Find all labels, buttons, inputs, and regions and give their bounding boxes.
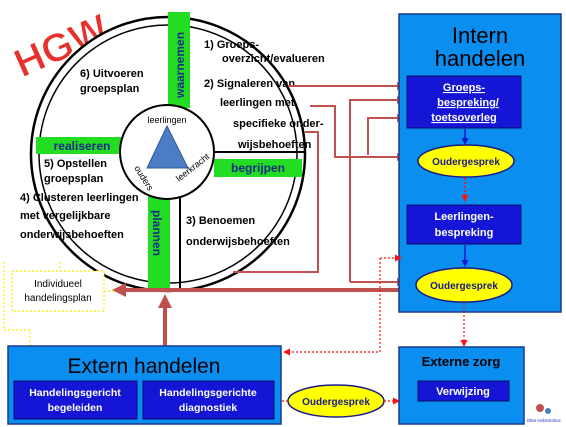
step-4-line-1: 4) Clusteren leerlingen	[20, 192, 139, 204]
step-6-line-2: groepsplan	[80, 83, 140, 95]
groepsbespreking-line-2: bespreking/	[437, 97, 499, 109]
step-1-line-2: overzicht/evalueren	[222, 53, 325, 65]
oudergesprek-2[interactable]: Oudergesprek	[415, 267, 513, 303]
step-5: 5) Opstellen groepsplan	[44, 158, 107, 185]
corner-logo-text: Elen Holzenshoc	[527, 418, 562, 423]
oudergesprek-2-label: Oudergesprek	[430, 281, 498, 292]
step-5-line-2: groepsplan	[44, 173, 104, 185]
individueel-line-1: Individueel	[34, 279, 82, 290]
step-3-line-2: onderwijsbehoeften	[186, 236, 290, 248]
center-triangle	[146, 124, 189, 169]
handelingsgericht-begeleiden-box[interactable]: Handelingsgericht begeleiden	[13, 380, 138, 420]
step-2-line-1: 2) Signaleren van	[204, 78, 295, 90]
step-5-line-1: 5) Opstellen	[44, 158, 107, 170]
step-2-line-3: specifieke onder-	[233, 118, 324, 130]
step-2-line-2: leerlingen met	[220, 97, 295, 109]
groepsbespreking-line-3: toetsoverleg	[431, 112, 496, 124]
verwijzing-box[interactable]: Verwijzing	[417, 380, 510, 402]
step-6: 6) Uitvoeren groepsplan	[80, 68, 144, 95]
center-label-leerlingen: leerlingen	[147, 115, 186, 125]
handelingsgerichte-diagnostiek-box[interactable]: Handelingsgerichte diagnostiek	[142, 380, 275, 420]
diagnostiek-line-1: Handelingsgerichte	[159, 387, 257, 399]
verwijzing-label: Verwijzing	[436, 386, 490, 398]
step-3: 3) Benoemen onderwijsbehoeften	[186, 215, 290, 248]
leerlingenbespreking-line-1: Leerlingen-	[434, 211, 494, 223]
groepsbespreking-box[interactable]: Groeps- bespreking/ toetsoverleg	[406, 75, 522, 129]
corner-logo: Elen Holzenshoc	[527, 404, 562, 423]
extern-title: Extern handelen	[68, 355, 221, 378]
groepsbespreking-line-1: Groeps-	[443, 82, 486, 94]
step-3-line-1: 3) Benoemen	[186, 215, 255, 227]
step-2-line-4: wijsbehoeften	[237, 139, 312, 151]
step-4-line-2: met vergelijkbare	[20, 210, 111, 222]
externe-zorg-title: Externe zorg	[422, 354, 501, 369]
bar-begrijpen-label: begrijpen	[231, 161, 285, 175]
externe-zorg-panel: Externe zorg Verwijzing	[398, 346, 525, 425]
individueel-line-2: handelingsplan	[24, 293, 91, 304]
step-4-line-3: onderwijsbehoeften	[20, 229, 124, 241]
oudergesprek-middle[interactable]: Oudergesprek	[287, 384, 385, 418]
leerlingenbespreking-box[interactable]: Leerlingen- bespreking	[406, 204, 522, 245]
intern-panel: Intern handelen Groeps- bespreking/ toet…	[398, 13, 562, 313]
oudergesprek-1-label: Oudergesprek	[432, 157, 500, 168]
bar-waarnemen: waarnemen	[168, 12, 190, 108]
yellow-dotted-connectors	[3, 262, 116, 346]
oudergesprek-1[interactable]: Oudergesprek	[417, 144, 515, 178]
diagnostiek-line-2: diagnostiek	[179, 402, 238, 414]
step-6-line-1: 6) Uitvoeren	[80, 68, 144, 80]
bar-waarnemen-label: waarnemen	[173, 32, 187, 99]
individueel-handelingsplan-box[interactable]: Individueel handelingsplan	[11, 270, 105, 312]
return-arrows	[112, 283, 403, 346]
begeleiden-line-1: Handelingsgericht	[29, 387, 121, 399]
bar-plannen: plannen	[148, 195, 170, 288]
intern-title-line-1: Intern	[452, 23, 508, 48]
begeleiden-line-2: begeleiden	[48, 402, 103, 414]
bar-plannen-label: plannen	[150, 210, 164, 256]
step-2: 2) Signaleren van leerlingen met specifi…	[204, 78, 324, 151]
extern-panel: Extern handelen Handelingsgericht begele…	[7, 345, 282, 425]
cycle-to-intern-connectors	[233, 82, 405, 286]
dotted-connectors	[283, 254, 468, 356]
leerlingenbespreking-line-2: bespreking	[435, 227, 494, 239]
bar-realiseren-label: realiseren	[54, 139, 111, 153]
step-4: 4) Clusteren leerlingen met vergelijkbar…	[20, 192, 139, 241]
step-1-line-1: 1) Groeps-	[204, 39, 259, 51]
bar-begrijpen: begrijpen	[214, 159, 302, 177]
intern-title-line-2: handelen	[435, 46, 526, 71]
oudergesprek-middle-label: Oudergesprek	[302, 397, 370, 408]
bar-realiseren: realiseren	[36, 137, 129, 154]
step-1: 1) Groeps- overzicht/evalueren	[204, 39, 325, 65]
